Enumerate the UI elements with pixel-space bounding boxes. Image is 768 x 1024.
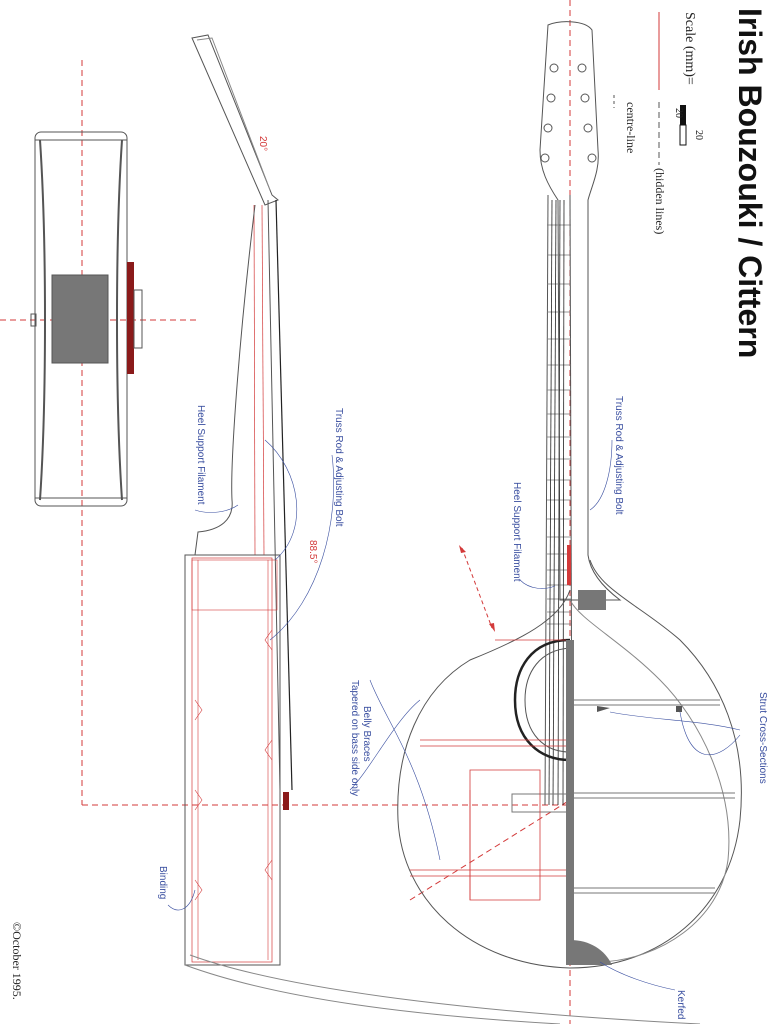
- annotation-heel-support-front: Heel Support Filament: [511, 482, 522, 582]
- tail-block-fill: [570, 940, 612, 965]
- annotation-heel-support-side: Heel Support Filament: [195, 405, 206, 505]
- side-headstock: [191, 34, 279, 206]
- angle-headstock: 20°: [257, 136, 268, 152]
- scale-label: Scale (mm)=: [682, 12, 697, 85]
- front-view: [397, 21, 742, 969]
- neck-block-fill: [578, 590, 606, 610]
- annotation-belly-braces: Belly Braces: [361, 706, 372, 762]
- legend-graphics: [613, 12, 687, 165]
- angle-neck: 88.5°: [307, 540, 318, 564]
- annotation-strut-cross-sections: Strut Cross-Sections: [757, 692, 768, 784]
- annotation-kerfed: Kerfed: [675, 990, 686, 1020]
- headstock-outline: [539, 21, 622, 601]
- struts: [574, 699, 735, 894]
- hidden-lines-label: (hidden lines): [653, 168, 667, 235]
- end-view: [30, 131, 143, 507]
- leader-lines: [167, 439, 741, 991]
- page-title: Irish Bouzouki / Cittern: [732, 8, 768, 359]
- annotation-truss-rod-front: Truss Rod & Adjusting Bolt: [613, 396, 624, 515]
- body-outline: [397, 559, 742, 969]
- tuning-pegs: [540, 63, 597, 163]
- copyright: ©October 1995.: [10, 922, 24, 1000]
- scale-value-bottom: 20: [673, 108, 684, 118]
- annotation-belly-braces-tapered: Tapered on bass side only: [349, 680, 360, 797]
- sound-hole: [513, 638, 571, 762]
- annotation-truss-rod-side: Truss Rod & Adjusting Bolt: [333, 408, 344, 527]
- centre-line-label: centre-line: [624, 102, 638, 154]
- side-view: [184, 34, 701, 1024]
- side-body: [184, 554, 281, 966]
- annotation-binding: Binding: [157, 866, 168, 900]
- scale-value-top: 20: [693, 130, 704, 140]
